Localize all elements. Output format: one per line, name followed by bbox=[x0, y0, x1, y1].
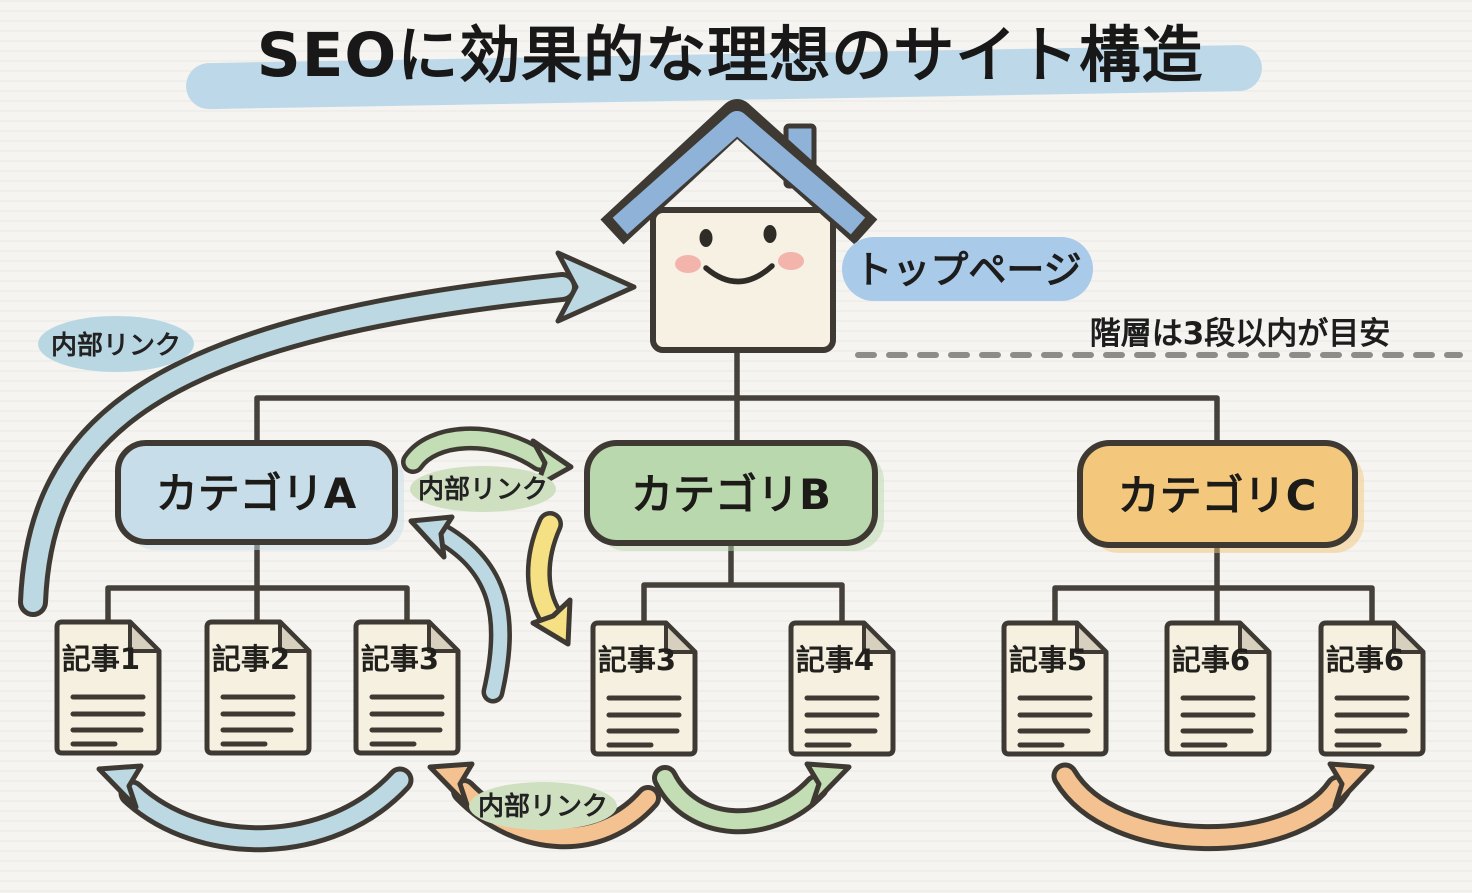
internal-link-badge-bottom: 内部リンク bbox=[469, 782, 617, 830]
article-doc-c1: 記事5 bbox=[1001, 620, 1109, 757]
house-eye-right bbox=[763, 225, 777, 243]
category-box-b: カテゴリB bbox=[584, 440, 884, 551]
internal-link-badge-between-categories: 内部リンク bbox=[410, 466, 556, 512]
svg-text:記事3: 記事3 bbox=[598, 643, 676, 677]
article-doc-c2: 記事6 bbox=[1164, 620, 1272, 757]
svg-text:記事4: 記事4 bbox=[796, 643, 874, 677]
arrow-article-b-to-category-a bbox=[408, 514, 512, 704]
connector-category-c-children bbox=[1052, 542, 1375, 626]
house-cheek-right bbox=[778, 252, 804, 270]
svg-text:カテゴリA: カテゴリA bbox=[156, 469, 357, 518]
article-doc-b2: 記事4 bbox=[788, 620, 896, 757]
svg-text:内部リンク: 内部リンク bbox=[478, 792, 608, 822]
svg-text:内部リンク: 内部リンク bbox=[418, 475, 548, 505]
arrow-articles-c-crosslink bbox=[1051, 761, 1375, 852]
connector-category-a-children bbox=[105, 539, 410, 625]
arrow-articles-b-crosslink bbox=[652, 761, 852, 835]
house-cheek-left bbox=[675, 255, 701, 273]
house-eye-left bbox=[699, 229, 713, 247]
svg-text:記事2: 記事2 bbox=[212, 642, 290, 676]
svg-text:記事3: 記事3 bbox=[361, 642, 439, 676]
connector-top-level bbox=[254, 347, 1220, 446]
connector-category-b-children bbox=[641, 540, 845, 626]
svg-text:内部リンク: 内部リンク bbox=[51, 331, 181, 361]
arrow-articles-a-backlink bbox=[96, 763, 414, 853]
category-box-a: カテゴリA bbox=[115, 440, 404, 550]
top-page-house-icon bbox=[600, 99, 878, 353]
article-doc-c3: 記事6 bbox=[1318, 620, 1426, 757]
house-roof bbox=[612, 111, 866, 235]
article-doc-b1: 記事3 bbox=[590, 620, 698, 757]
arrow-internal-link-to-top-page bbox=[18, 250, 637, 617]
category-box-c: カテゴリC bbox=[1077, 440, 1364, 553]
svg-text:カテゴリB: カテゴリB bbox=[631, 470, 831, 519]
title-highlight bbox=[186, 45, 1262, 110]
article-doc-a2: 記事2 bbox=[204, 619, 312, 756]
hierarchy-note: 階層は3段以内が目安 bbox=[1090, 316, 1391, 352]
svg-text:記事6: 記事6 bbox=[1172, 643, 1250, 677]
article-doc-a3: 記事3 bbox=[353, 619, 461, 756]
tree-connectors bbox=[105, 347, 1375, 626]
arrow-category-b-to-article bbox=[525, 511, 573, 647]
svg-text:カテゴリC: カテゴリC bbox=[1118, 471, 1317, 520]
svg-text:記事1: 記事1 bbox=[62, 642, 140, 676]
svg-text:トップページ: トップページ bbox=[854, 248, 1081, 292]
top-page-badge: トップページ bbox=[842, 237, 1093, 301]
house-smile bbox=[703, 263, 775, 285]
internal-link-badge-left: 内部リンク bbox=[38, 316, 194, 372]
article-doc-a1: 記事1 bbox=[54, 619, 162, 756]
svg-text:記事6: 記事6 bbox=[1326, 643, 1404, 677]
svg-text:記事5: 記事5 bbox=[1009, 643, 1087, 677]
page-title: SEOに効果的な理想のサイト構造 bbox=[257, 20, 1203, 91]
